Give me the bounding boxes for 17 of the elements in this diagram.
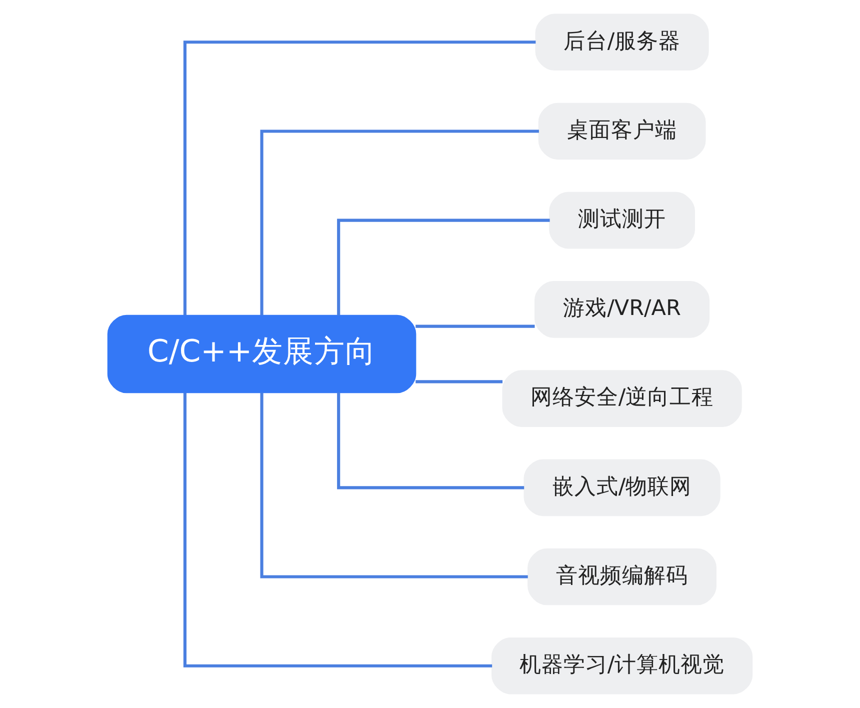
connector <box>183 392 492 668</box>
node-box: 嵌入式/物联网 <box>524 459 720 516</box>
connector <box>416 324 535 328</box>
node-box: 网络安全/逆向工程 <box>502 370 742 427</box>
node-box: 音视频编解码 <box>528 548 717 606</box>
node-box: 测试测开 <box>549 192 696 249</box>
node-box: 机器学习/计算机视觉 <box>491 637 753 694</box>
node-box: C/C++发展方向 <box>107 314 416 394</box>
connector <box>260 130 539 316</box>
connector <box>337 392 524 490</box>
node-box: 后台/服务器 <box>535 14 709 71</box>
connector <box>337 218 550 316</box>
connector <box>416 380 502 384</box>
node-box: 桌面客户端 <box>538 102 706 160</box>
connector <box>183 40 536 316</box>
node-box: 游戏/VR/AR <box>534 281 710 338</box>
connector <box>260 392 528 578</box>
